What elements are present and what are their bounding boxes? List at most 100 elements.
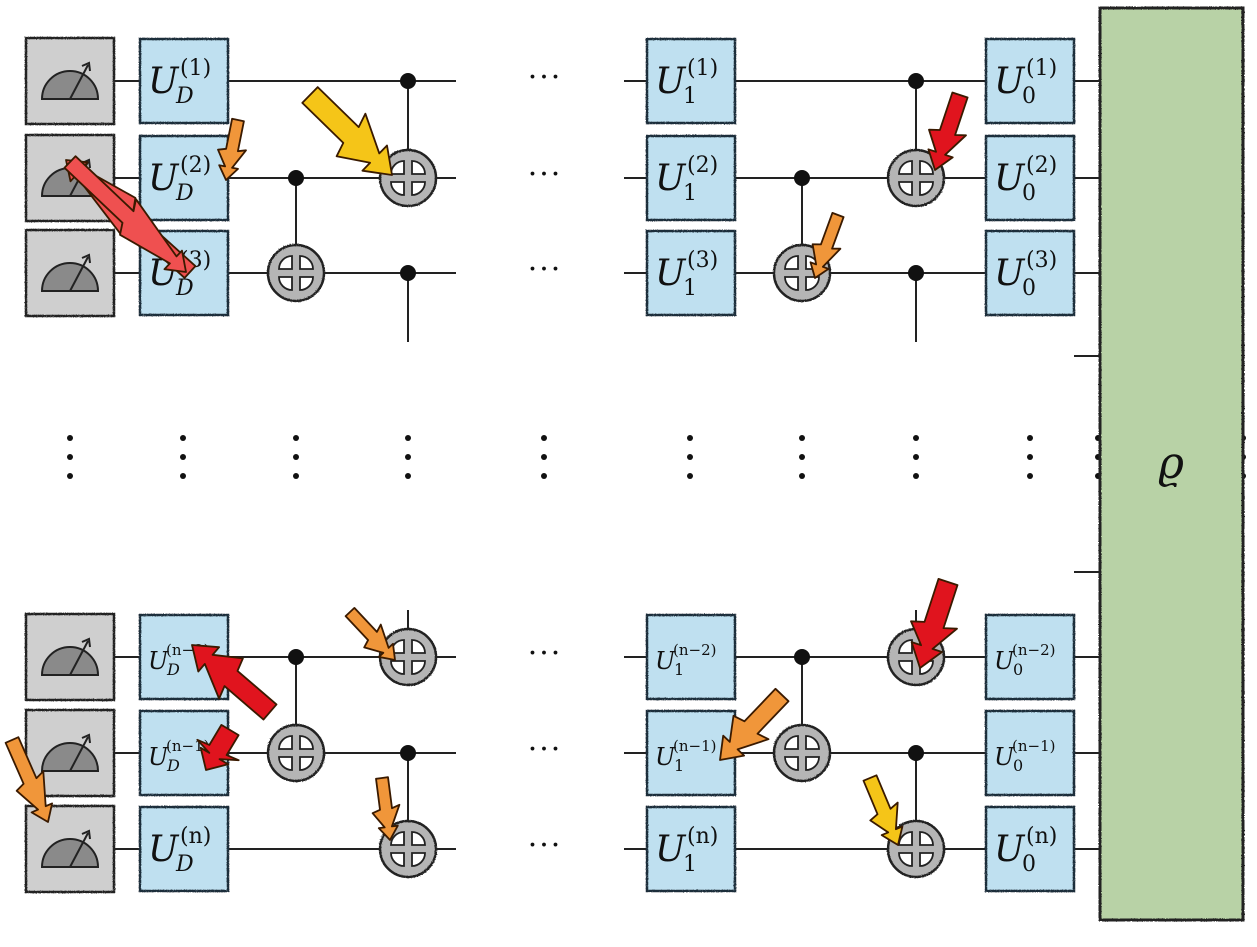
vertical-ellipsis-dot	[180, 435, 186, 441]
vertical-ellipsis-dot	[405, 454, 411, 460]
gate-subscript: D	[175, 276, 194, 301]
vertical-ellipsis-dot	[293, 454, 299, 460]
gate-subscript: 1	[683, 852, 697, 877]
gate-superscript: (3)	[687, 248, 718, 273]
vertical-ellipses	[67, 435, 1246, 479]
gate-subscript: D	[175, 181, 194, 206]
control-dot-icon	[400, 745, 416, 761]
gate-subscript: 1	[683, 276, 697, 301]
measurement-meter-icon	[24, 36, 116, 126]
gate-subscript: 1	[674, 756, 684, 775]
vertical-ellipsis-dot	[687, 473, 693, 479]
gate-col-D-6: UD(n)	[138, 805, 230, 893]
gate-superscript: (3)	[1026, 248, 1057, 273]
vertical-ellipsis-dot	[67, 454, 73, 460]
cnot-target-icon	[266, 243, 326, 303]
vertical-ellipsis-dot	[1027, 473, 1033, 479]
lightning-bolt-icon	[344, 607, 396, 661]
control-dot-icon	[400, 73, 416, 89]
gate-label: U	[994, 253, 1026, 294]
horizontal-ellipsis: ···	[528, 828, 563, 863]
gate-label: U	[994, 61, 1026, 102]
vertical-ellipsis-dot	[799, 435, 805, 441]
lightning-bolt-icon	[4, 736, 53, 823]
gate-label: U	[148, 743, 169, 771]
gate-col-0-1: U0 (1)	[984, 37, 1076, 125]
gate-superscript: (1)	[1026, 56, 1057, 81]
gate-col-D-1: UD(1)	[138, 37, 230, 125]
vertical-ellipsis-dot	[67, 435, 73, 441]
gate-label: U	[994, 743, 1015, 771]
control-dots	[288, 73, 924, 761]
gate-label: U	[148, 158, 180, 199]
lightning-bolt-icon	[910, 578, 959, 669]
gate-subscript: 1	[683, 181, 697, 206]
gate-superscript: (n−1)	[1012, 737, 1055, 755]
gate-label: U	[655, 253, 687, 294]
vertical-ellipsis-dot	[541, 454, 547, 460]
gate-label: U	[655, 647, 676, 675]
gate-subscript: D	[175, 852, 194, 877]
qubit-wires	[112, 80, 1100, 850]
measurement-meter-icon	[24, 612, 116, 702]
vertical-ellipsis-dot	[293, 473, 299, 479]
control-dot-icon	[908, 73, 924, 89]
vertical-ellipsis-dot	[541, 473, 547, 479]
vertical-ellipsis-dot	[541, 435, 547, 441]
cnot-target-icon	[886, 819, 946, 879]
gate-subscript: 0	[1022, 852, 1036, 877]
error-bolts	[4, 86, 969, 846]
vertical-ellipsis-dot	[67, 473, 73, 479]
cnot-target-icon	[886, 148, 946, 208]
cnot-target-icon	[378, 819, 438, 879]
vertical-ellipsis-dot	[913, 473, 919, 479]
horizontal-ellipsis: ···	[528, 732, 563, 767]
gate-col-0-2: U0(2)	[984, 134, 1076, 222]
gate-subscript: 1	[674, 660, 684, 679]
vertical-ellipsis-dot	[405, 473, 411, 479]
gate-col-0-6: U0(n)	[984, 805, 1076, 893]
gate-superscript: (2)	[1026, 153, 1057, 178]
lightning-bolt-icon	[301, 86, 393, 176]
measurement-meter-icon	[24, 228, 116, 318]
gate-label: U	[148, 829, 180, 870]
lightning-bolt-icon	[809, 212, 845, 279]
gate-label: U	[655, 158, 687, 199]
vertical-ellipsis-dot	[687, 435, 693, 441]
cnot-target-icon	[772, 723, 832, 783]
cnot-targets	[266, 148, 946, 879]
vertical-ellipsis-dot	[799, 454, 805, 460]
gate-col-1-3: U1 (3)	[645, 229, 737, 317]
horizontal-ellipses: ··················	[528, 60, 563, 863]
cnot-target-icon	[378, 148, 438, 208]
cnot-target-icon	[266, 723, 326, 783]
gate-subscript: 0	[1022, 181, 1036, 206]
gate-subscript: 0	[1022, 84, 1036, 109]
horizontal-ellipsis: ···	[528, 636, 563, 671]
vertical-ellipsis-dot	[180, 454, 186, 460]
gate-subscript: D	[166, 756, 180, 775]
vertical-ellipsis-dot	[180, 473, 186, 479]
vertical-ellipsis-dot	[1027, 454, 1033, 460]
gate-subscript: 0	[1013, 660, 1023, 679]
vertical-ellipsis-dot	[913, 435, 919, 441]
vertical-ellipsis-dot	[293, 435, 299, 441]
control-dot-icon	[794, 649, 810, 665]
vertical-ellipsis-dot	[913, 454, 919, 460]
state-block	[1098, 6, 1245, 922]
gate-col-1-4: U1(n−2)	[645, 613, 737, 701]
measurement-meters	[24, 36, 116, 894]
vertical-ellipsis-dot	[799, 473, 805, 479]
lightning-bolt-icon	[63, 155, 187, 273]
gate-superscript: (1)	[180, 56, 211, 81]
gate-superscript: (2)	[687, 153, 718, 178]
gate-superscript: (n)	[1026, 824, 1057, 849]
lightning-bolt-icon	[191, 644, 278, 721]
vertical-ellipsis-dot	[405, 435, 411, 441]
gate-superscript: (n−1)	[673, 737, 716, 755]
horizontal-ellipsis: ···	[528, 157, 563, 192]
gate-superscript: (1)	[687, 56, 718, 81]
lightning-bolt-icon	[217, 117, 247, 181]
measurement-meter-icon	[24, 804, 116, 894]
